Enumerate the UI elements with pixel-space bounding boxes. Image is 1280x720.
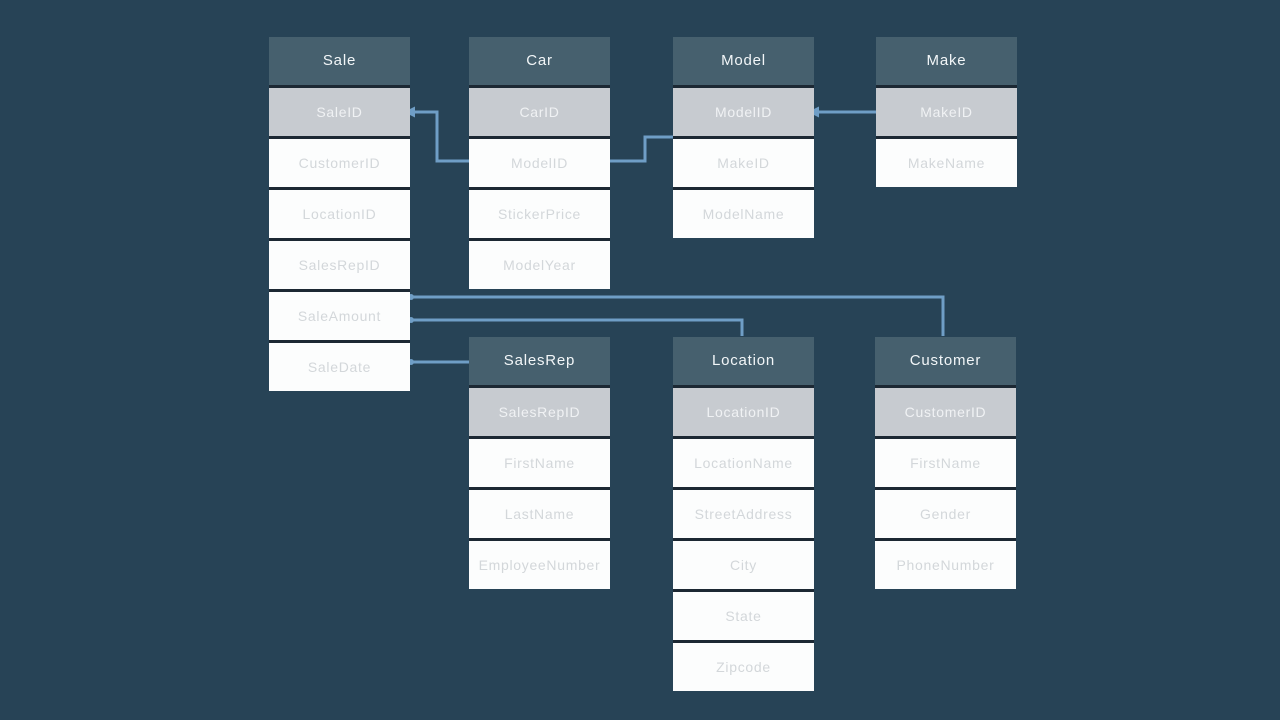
location-field-streetaddress[interactable]: StreetAddress xyxy=(673,490,814,538)
car-field-modelyear[interactable]: ModelYear xyxy=(469,241,610,289)
salesrep-field-salesrepid[interactable]: SalesRepID xyxy=(469,388,610,436)
connector-sale-location[interactable] xyxy=(410,318,744,336)
sale-field-locationid[interactable]: LocationID xyxy=(269,190,410,238)
car-table-title[interactable]: Car xyxy=(469,37,610,85)
salesrep-field-firstname[interactable]: FirstName xyxy=(469,439,610,487)
model-field-modelid[interactable]: ModelID xyxy=(673,88,814,136)
connector-sale-car[interactable] xyxy=(410,110,469,163)
model-field-modelname[interactable]: ModelName xyxy=(673,190,814,238)
customer-field-customerid[interactable]: CustomerID xyxy=(875,388,1016,436)
make-field-makename[interactable]: MakeName xyxy=(876,139,1017,187)
sale-field-saledate[interactable]: SaleDate xyxy=(269,343,410,391)
location-field-locationname[interactable]: LocationName xyxy=(673,439,814,487)
customer-field-gender[interactable]: Gender xyxy=(875,490,1016,538)
salesrep-field-lastname[interactable]: LastName xyxy=(469,490,610,538)
connector-sale-customer[interactable] xyxy=(410,295,945,336)
location-table-title[interactable]: Location xyxy=(673,337,814,385)
customer-field-firstname[interactable]: FirstName xyxy=(875,439,1016,487)
make-table-title[interactable]: Make xyxy=(876,37,1017,85)
sale-field-customerid[interactable]: CustomerID xyxy=(269,139,410,187)
car-field-stickerprice[interactable]: StickerPrice xyxy=(469,190,610,238)
sale-field-saleamount[interactable]: SaleAmount xyxy=(269,292,410,340)
location-field-locationid[interactable]: LocationID xyxy=(673,388,814,436)
sale-field-saleid[interactable]: SaleID xyxy=(269,88,410,136)
location-field-city[interactable]: City xyxy=(673,541,814,589)
model-field-makeid[interactable]: MakeID xyxy=(673,139,814,187)
car-field-modelid[interactable]: ModelID xyxy=(469,139,610,187)
connector-car-model[interactable] xyxy=(610,135,673,163)
location-field-zipcode[interactable]: Zipcode xyxy=(673,643,814,691)
salesrep-field-employeenumber[interactable]: EmployeeNumber xyxy=(469,541,610,589)
model-table-title[interactable]: Model xyxy=(673,37,814,85)
location-field-state[interactable]: State xyxy=(673,592,814,640)
sale-table-title[interactable]: Sale xyxy=(269,37,410,85)
salesrep-table-title[interactable]: SalesRep xyxy=(469,337,610,385)
customer-field-phonenumber[interactable]: PhoneNumber xyxy=(875,541,1016,589)
make-field-makeid[interactable]: MakeID xyxy=(876,88,1017,136)
customer-table-title[interactable]: Customer xyxy=(875,337,1016,385)
sale-field-salesrepid[interactable]: SalesRepID xyxy=(269,241,410,289)
car-field-carid[interactable]: CarID xyxy=(469,88,610,136)
